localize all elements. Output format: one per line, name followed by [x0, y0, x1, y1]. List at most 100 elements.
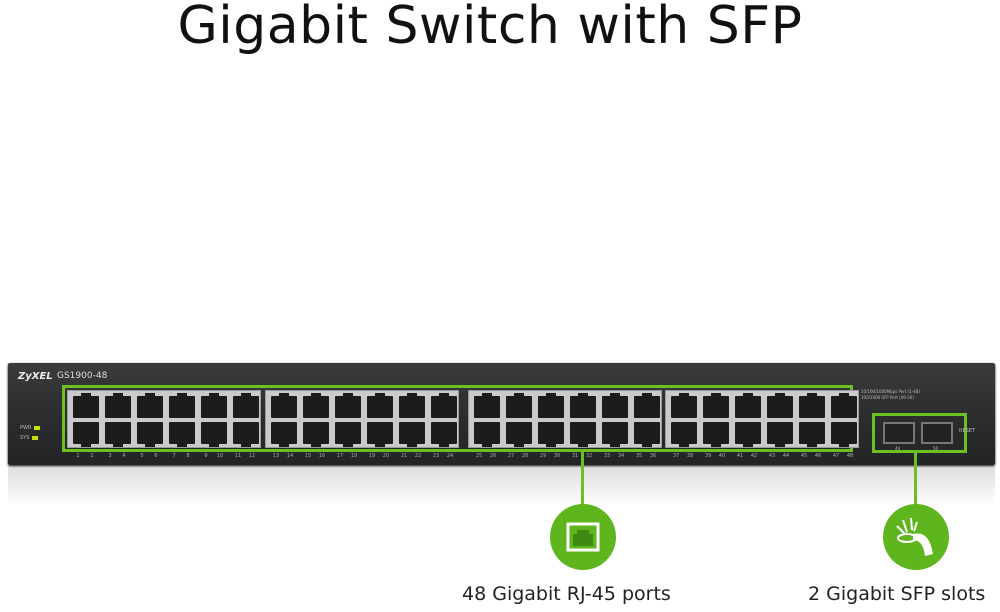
rj45-port[interactable] [73, 393, 99, 418]
port-number: 36 [649, 453, 657, 459]
rj45-port[interactable] [506, 393, 532, 418]
rj45-port[interactable] [671, 422, 697, 447]
led-pwr: PWR [20, 425, 41, 431]
led-label: PWR [20, 425, 32, 431]
port-number: 33 [603, 453, 611, 459]
rj45-port[interactable] [399, 422, 425, 447]
rj45-port[interactable] [105, 422, 131, 447]
rj45-port[interactable] [367, 393, 393, 418]
rj45-port[interactable] [303, 422, 329, 447]
port-number: 40 [718, 453, 726, 459]
led-sys: SYS [20, 435, 39, 441]
sfp-slot[interactable] [921, 422, 953, 444]
port-number: 4 [122, 453, 126, 459]
network-switch: ZyXEL GS1900-48 PWR SYS 10/100/1000Mbps … [8, 363, 995, 465]
led-indicator [34, 426, 41, 430]
led-label: SYS [20, 435, 30, 441]
port-number: 26 [489, 453, 497, 459]
rj45-port[interactable] [233, 422, 259, 447]
rj45-port[interactable] [233, 393, 259, 418]
port-number: 12 [248, 453, 256, 459]
rj45-port[interactable] [73, 422, 99, 447]
rj45-port[interactable] [271, 393, 297, 418]
rj45-port[interactable] [767, 422, 793, 447]
callout-label-rj45: 48 Gigabit RJ-45 ports [462, 583, 671, 605]
rj45-port[interactable] [735, 422, 761, 447]
port-number: 42 [750, 453, 758, 459]
spec-text: 10/100/1000Mbps Port (1-48) [861, 389, 920, 394]
port-block [665, 390, 859, 448]
port-number: 10 [216, 453, 224, 459]
switch-reflection [8, 466, 995, 506]
rj45-port[interactable] [201, 393, 227, 418]
rj45-port[interactable] [335, 393, 361, 418]
port-number: 25 [475, 453, 483, 459]
rj45-port[interactable] [735, 393, 761, 418]
port-number: 43 [768, 453, 776, 459]
port-number: 6 [154, 453, 158, 459]
rj45-port[interactable] [831, 422, 857, 447]
rj45-port-group [62, 385, 859, 452]
ethernet-port-icon [550, 504, 616, 570]
port-number: 13 [272, 453, 280, 459]
rj45-port[interactable] [602, 393, 628, 418]
rj45-port[interactable] [474, 393, 500, 418]
port-number: 21 [400, 453, 408, 459]
rj45-port[interactable] [799, 422, 825, 447]
port-number: 7 [172, 453, 176, 459]
port-number: 35 [635, 453, 643, 459]
port-number: 48 [846, 453, 854, 459]
fiber-cable-icon [883, 504, 949, 570]
port-block [67, 390, 261, 448]
rj45-port[interactable] [335, 422, 361, 447]
rj45-port[interactable] [271, 422, 297, 447]
rj45-port[interactable] [570, 422, 596, 447]
rj45-port[interactable] [105, 393, 131, 418]
callout-line [914, 452, 917, 506]
rj45-port[interactable] [671, 393, 697, 418]
port-number: 22 [414, 453, 422, 459]
rj45-port[interactable] [634, 422, 660, 447]
page-title: Gigabit Switch with SFP [177, 0, 803, 56]
rj45-port[interactable] [767, 393, 793, 418]
rj45-port[interactable] [799, 393, 825, 418]
port-number: 20 [382, 453, 390, 459]
rj45-port[interactable] [538, 422, 564, 447]
port-block [468, 390, 662, 448]
rj45-port[interactable] [602, 422, 628, 447]
port-number: 45 [800, 453, 808, 459]
port-number: 30 [553, 453, 561, 459]
port-number: 37 [672, 453, 680, 459]
rj45-port[interactable] [169, 422, 195, 447]
spec-text: 100/1000 SFP Port (49-50) [861, 395, 914, 400]
port-number: 23 [432, 453, 440, 459]
port-number: 24 [446, 453, 454, 459]
sfp-slot[interactable] [883, 422, 915, 444]
rj45-port[interactable] [703, 393, 729, 418]
rj45-port[interactable] [367, 422, 393, 447]
port-number: 28 [521, 453, 529, 459]
port-number: 27 [507, 453, 515, 459]
port-number: 16 [318, 453, 326, 459]
rj45-port[interactable] [431, 393, 457, 418]
sfp-port-group: RESET 49 50 [872, 413, 975, 453]
rj45-port[interactable] [538, 393, 564, 418]
rj45-port[interactable] [137, 422, 163, 447]
port-number: 47 [832, 453, 840, 459]
port-number: 32 [585, 453, 593, 459]
rj45-port[interactable] [570, 393, 596, 418]
rj45-port[interactable] [399, 393, 425, 418]
rj45-port[interactable] [703, 422, 729, 447]
rj45-port[interactable] [831, 393, 857, 418]
rj45-port[interactable] [137, 393, 163, 418]
rj45-port[interactable] [303, 393, 329, 418]
rj45-port[interactable] [506, 422, 532, 447]
rj45-port[interactable] [169, 393, 195, 418]
rj45-port[interactable] [431, 422, 457, 447]
port-number: 2 [90, 453, 94, 459]
port-number: 5 [140, 453, 144, 459]
rj45-port[interactable] [634, 393, 660, 418]
rj45-port[interactable] [474, 422, 500, 447]
port-number: 29 [539, 453, 547, 459]
rj45-port[interactable] [201, 422, 227, 447]
